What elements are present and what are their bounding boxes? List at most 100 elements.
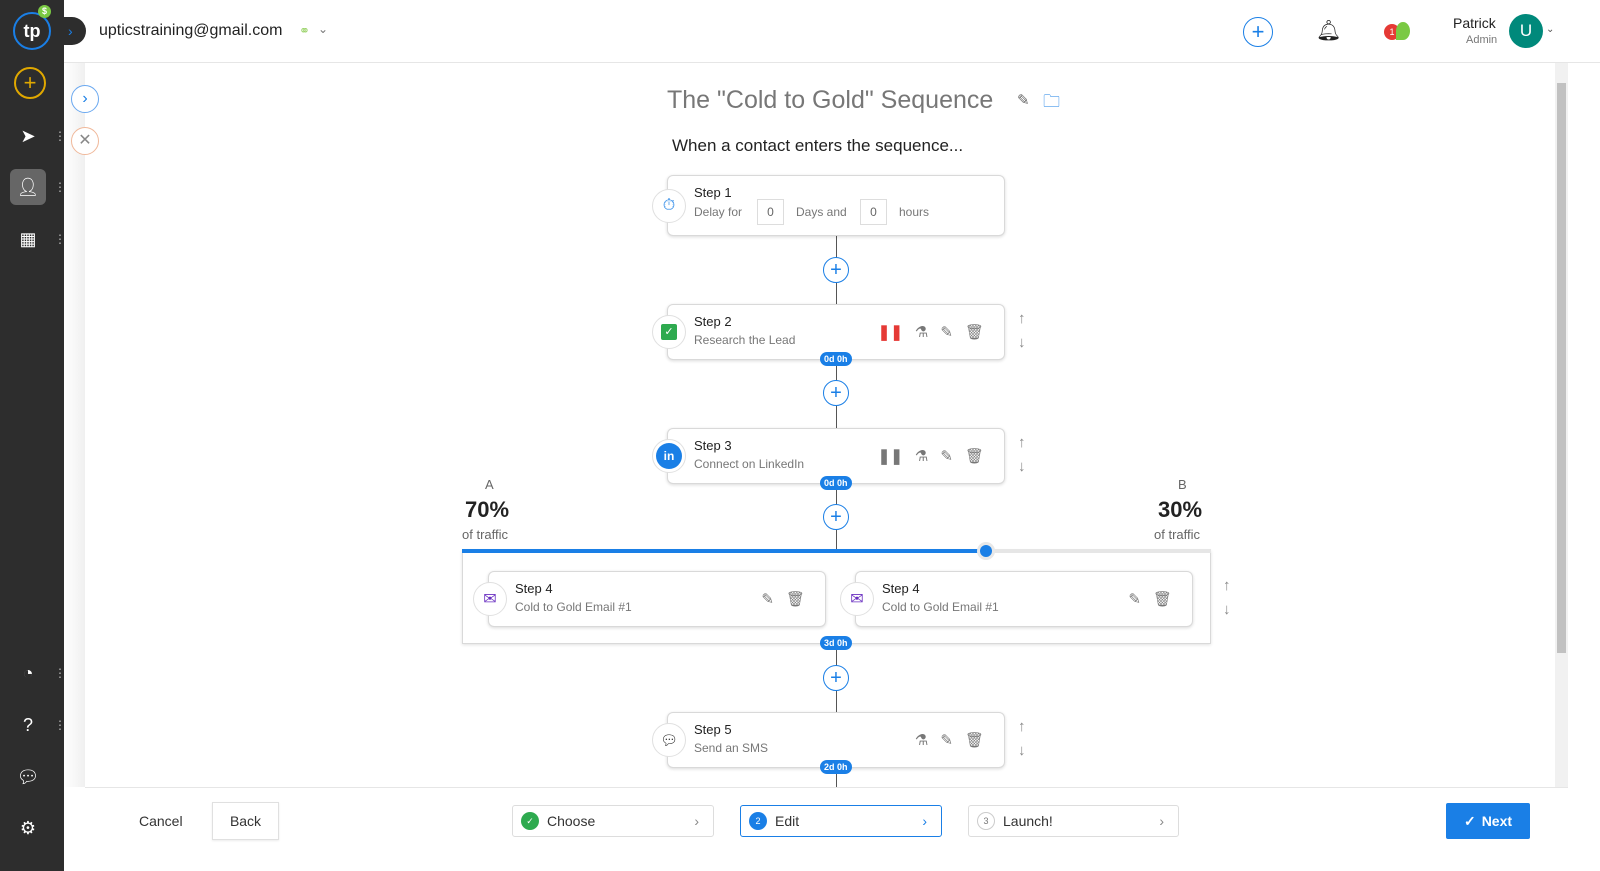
sequence-title: The "Cold to Gold" Sequence — [667, 86, 994, 114]
step-subtitle: Send an SMS — [694, 741, 769, 755]
test-flask-icon[interactable]: ⚗ — [914, 732, 929, 749]
sequence-intro: When a contact enters the sequence... — [672, 136, 964, 155]
variant-b-percent: 30% — [1158, 497, 1203, 522]
menu-dots-icon[interactable]: ⋮ — [54, 180, 66, 194]
delay-badge: 0d 0h — [820, 476, 852, 490]
variant-b-label: B — [1178, 477, 1187, 492]
check-icon: ✓ — [1463, 812, 1476, 829]
variant-a-label: A — [485, 477, 494, 492]
delete-icon[interactable]: 🗑︎ — [964, 324, 984, 341]
folder-icon[interactable]: 🗀 — [1043, 92, 1060, 111]
drop-icon — [1396, 22, 1410, 40]
variant-b-card[interactable]: ✉ Step 4 Cold to Gold Email #1 ✎🗑︎ — [840, 571, 1193, 627]
edit-icon[interactable]: ✎ — [940, 324, 953, 341]
account-email[interactable]: upticstraining@gmail.com — [99, 22, 283, 39]
menu-dots-icon[interactable]: ⋮ — [54, 666, 66, 680]
linkedin-icon: in — [652, 439, 686, 473]
bell-icon[interactable]: 🔔︎ — [1316, 20, 1342, 42]
reorder-arrows[interactable]: ↑↓ — [1223, 577, 1231, 618]
chevron-right-icon: › — [694, 813, 699, 829]
menu-dots-icon[interactable]: ⋮ — [54, 129, 66, 143]
reorder-arrows[interactable]: ↑↓ — [1018, 718, 1026, 759]
pause-icon[interactable]: ❚❚ — [877, 448, 903, 465]
reorder-arrows[interactable]: ↑↓ — [1018, 434, 1026, 475]
step-2-card[interactable]: ✓ Step 2 Research the Lead ❚❚ ⚗ ✎ 🗑︎ — [652, 304, 1005, 360]
dashboard-icon[interactable]: ▦ — [19, 228, 37, 249]
edit-icon[interactable]: ✎ — [940, 732, 953, 749]
traffic-slider-handle[interactable] — [980, 545, 993, 557]
cancel-button[interactable]: Cancel — [139, 813, 183, 829]
menu-dots-icon[interactable]: ⋮ — [54, 718, 66, 732]
settings-icon[interactable]: ⚙ — [19, 817, 37, 838]
expand-sidebar-button[interactable]: › — [64, 17, 86, 45]
step-subtitle: Cold to Gold Email #1 — [515, 600, 632, 614]
campaigns-icon[interactable]: ➤ — [20, 125, 36, 146]
edit-icon[interactable]: ✎ — [761, 591, 774, 608]
step-5-card[interactable]: 💬︎ Step 5 Send an SMS ⚗ ✎ 🗑︎ — [652, 712, 1005, 768]
scrollbar-thumb[interactable] — [1557, 83, 1566, 653]
add-step-button[interactable]: + — [823, 504, 849, 530]
delete-icon[interactable]: 🗑︎ — [964, 732, 984, 749]
step-1-card[interactable]: ⏱ Step 1 Delay for 0 Days and 0 hours — [652, 175, 1005, 236]
chat-icon[interactable]: 💬︎ — [16, 766, 40, 787]
reports-icon[interactable]: ◔ — [22, 662, 34, 683]
step-title: Step 3 — [694, 438, 732, 453]
wizard-step-launch[interactable]: 3 Launch! › — [968, 805, 1179, 837]
step-subtitle: Cold to Gold Email #1 — [882, 600, 999, 614]
wizard-label: Launch! — [1003, 813, 1053, 829]
test-flask-icon[interactable]: ⚗ — [914, 448, 929, 465]
add-button[interactable]: + — [1243, 17, 1273, 47]
reorder-arrows[interactable]: ↑↓ — [1018, 310, 1026, 351]
hours-input[interactable]: 0 — [860, 199, 887, 225]
chevron-right-icon: › — [1159, 813, 1164, 829]
pause-icon[interactable]: ❚❚ — [877, 324, 903, 341]
avatar[interactable]: U — [1509, 14, 1543, 48]
contacts-icon[interactable]: 👤︎ — [10, 169, 46, 205]
user-name: Patrick — [1453, 15, 1496, 31]
traffic-slider-fill — [462, 549, 987, 553]
sms-icon: 💬︎ — [652, 723, 686, 757]
connector-line — [836, 767, 837, 787]
add-step-button[interactable]: + — [823, 665, 849, 691]
timer-icon: ⏱ — [652, 189, 686, 223]
add-step-button[interactable]: + — [823, 380, 849, 406]
scrollbar[interactable] — [1555, 63, 1568, 787]
menu-dots-icon[interactable]: ⋮ — [54, 232, 66, 246]
content-shadow — [64, 63, 85, 787]
delete-icon[interactable]: 🗑︎ — [964, 448, 984, 465]
delete-icon[interactable]: 🗑︎ — [1152, 591, 1172, 608]
check-icon: ✓ — [521, 812, 539, 830]
next-button[interactable]: ✓Next — [1446, 803, 1530, 839]
task-check-icon: ✓ — [652, 315, 686, 349]
edit-title-icon[interactable]: ✎ — [1017, 92, 1030, 109]
step-number: 3 — [977, 812, 995, 830]
logo[interactable]: tp — [13, 12, 51, 50]
step-3-card[interactable]: in Step 3 Connect on LinkedIn ❚❚⚗✎🗑︎ — [652, 428, 1005, 484]
step-title: Step 5 — [694, 722, 732, 737]
create-icon[interactable]: + — [14, 67, 46, 99]
help-icon[interactable]: ? — [22, 714, 33, 735]
add-step-button[interactable]: + — [823, 257, 849, 283]
step-number: 2 — [749, 812, 767, 830]
step-title: Step 2 — [694, 314, 732, 329]
test-flask-icon[interactable]: ⚗ — [914, 324, 929, 341]
days-input[interactable]: 0 — [757, 199, 784, 225]
back-button[interactable]: Back — [212, 802, 279, 840]
chevron-down-icon[interactable]: ⌄ — [1546, 24, 1555, 35]
edit-icon[interactable]: ✎ — [940, 448, 953, 465]
edit-icon[interactable]: ✎ — [1128, 591, 1141, 608]
delay-label: Delay for — [694, 205, 743, 219]
wizard-step-choose[interactable]: ✓Choose› — [512, 805, 714, 837]
step-subtitle: Research the Lead — [694, 333, 796, 347]
variant-a-traffic-label: of traffic — [462, 527, 509, 542]
close-button[interactable]: ✕ — [71, 127, 99, 155]
sidebar: tp $ + ➤⋮ 👤︎⋮ ▦⋮ ◔⋮ ?⋮ 💬︎ ⚙ — [0, 0, 66, 871]
variant-b-traffic-label: of traffic — [1154, 527, 1201, 542]
chevron-down-icon[interactable]: ⌄ — [318, 22, 329, 36]
wizard-label: Edit — [775, 813, 800, 829]
delete-icon[interactable]: 🗑︎ — [785, 591, 805, 608]
variant-a-card[interactable]: ✉ Step 4 Cold to Gold Email #1 ✎🗑︎ — [473, 571, 826, 627]
days-label: Days and — [796, 205, 847, 219]
expand-panel-button[interactable]: › — [71, 85, 99, 113]
